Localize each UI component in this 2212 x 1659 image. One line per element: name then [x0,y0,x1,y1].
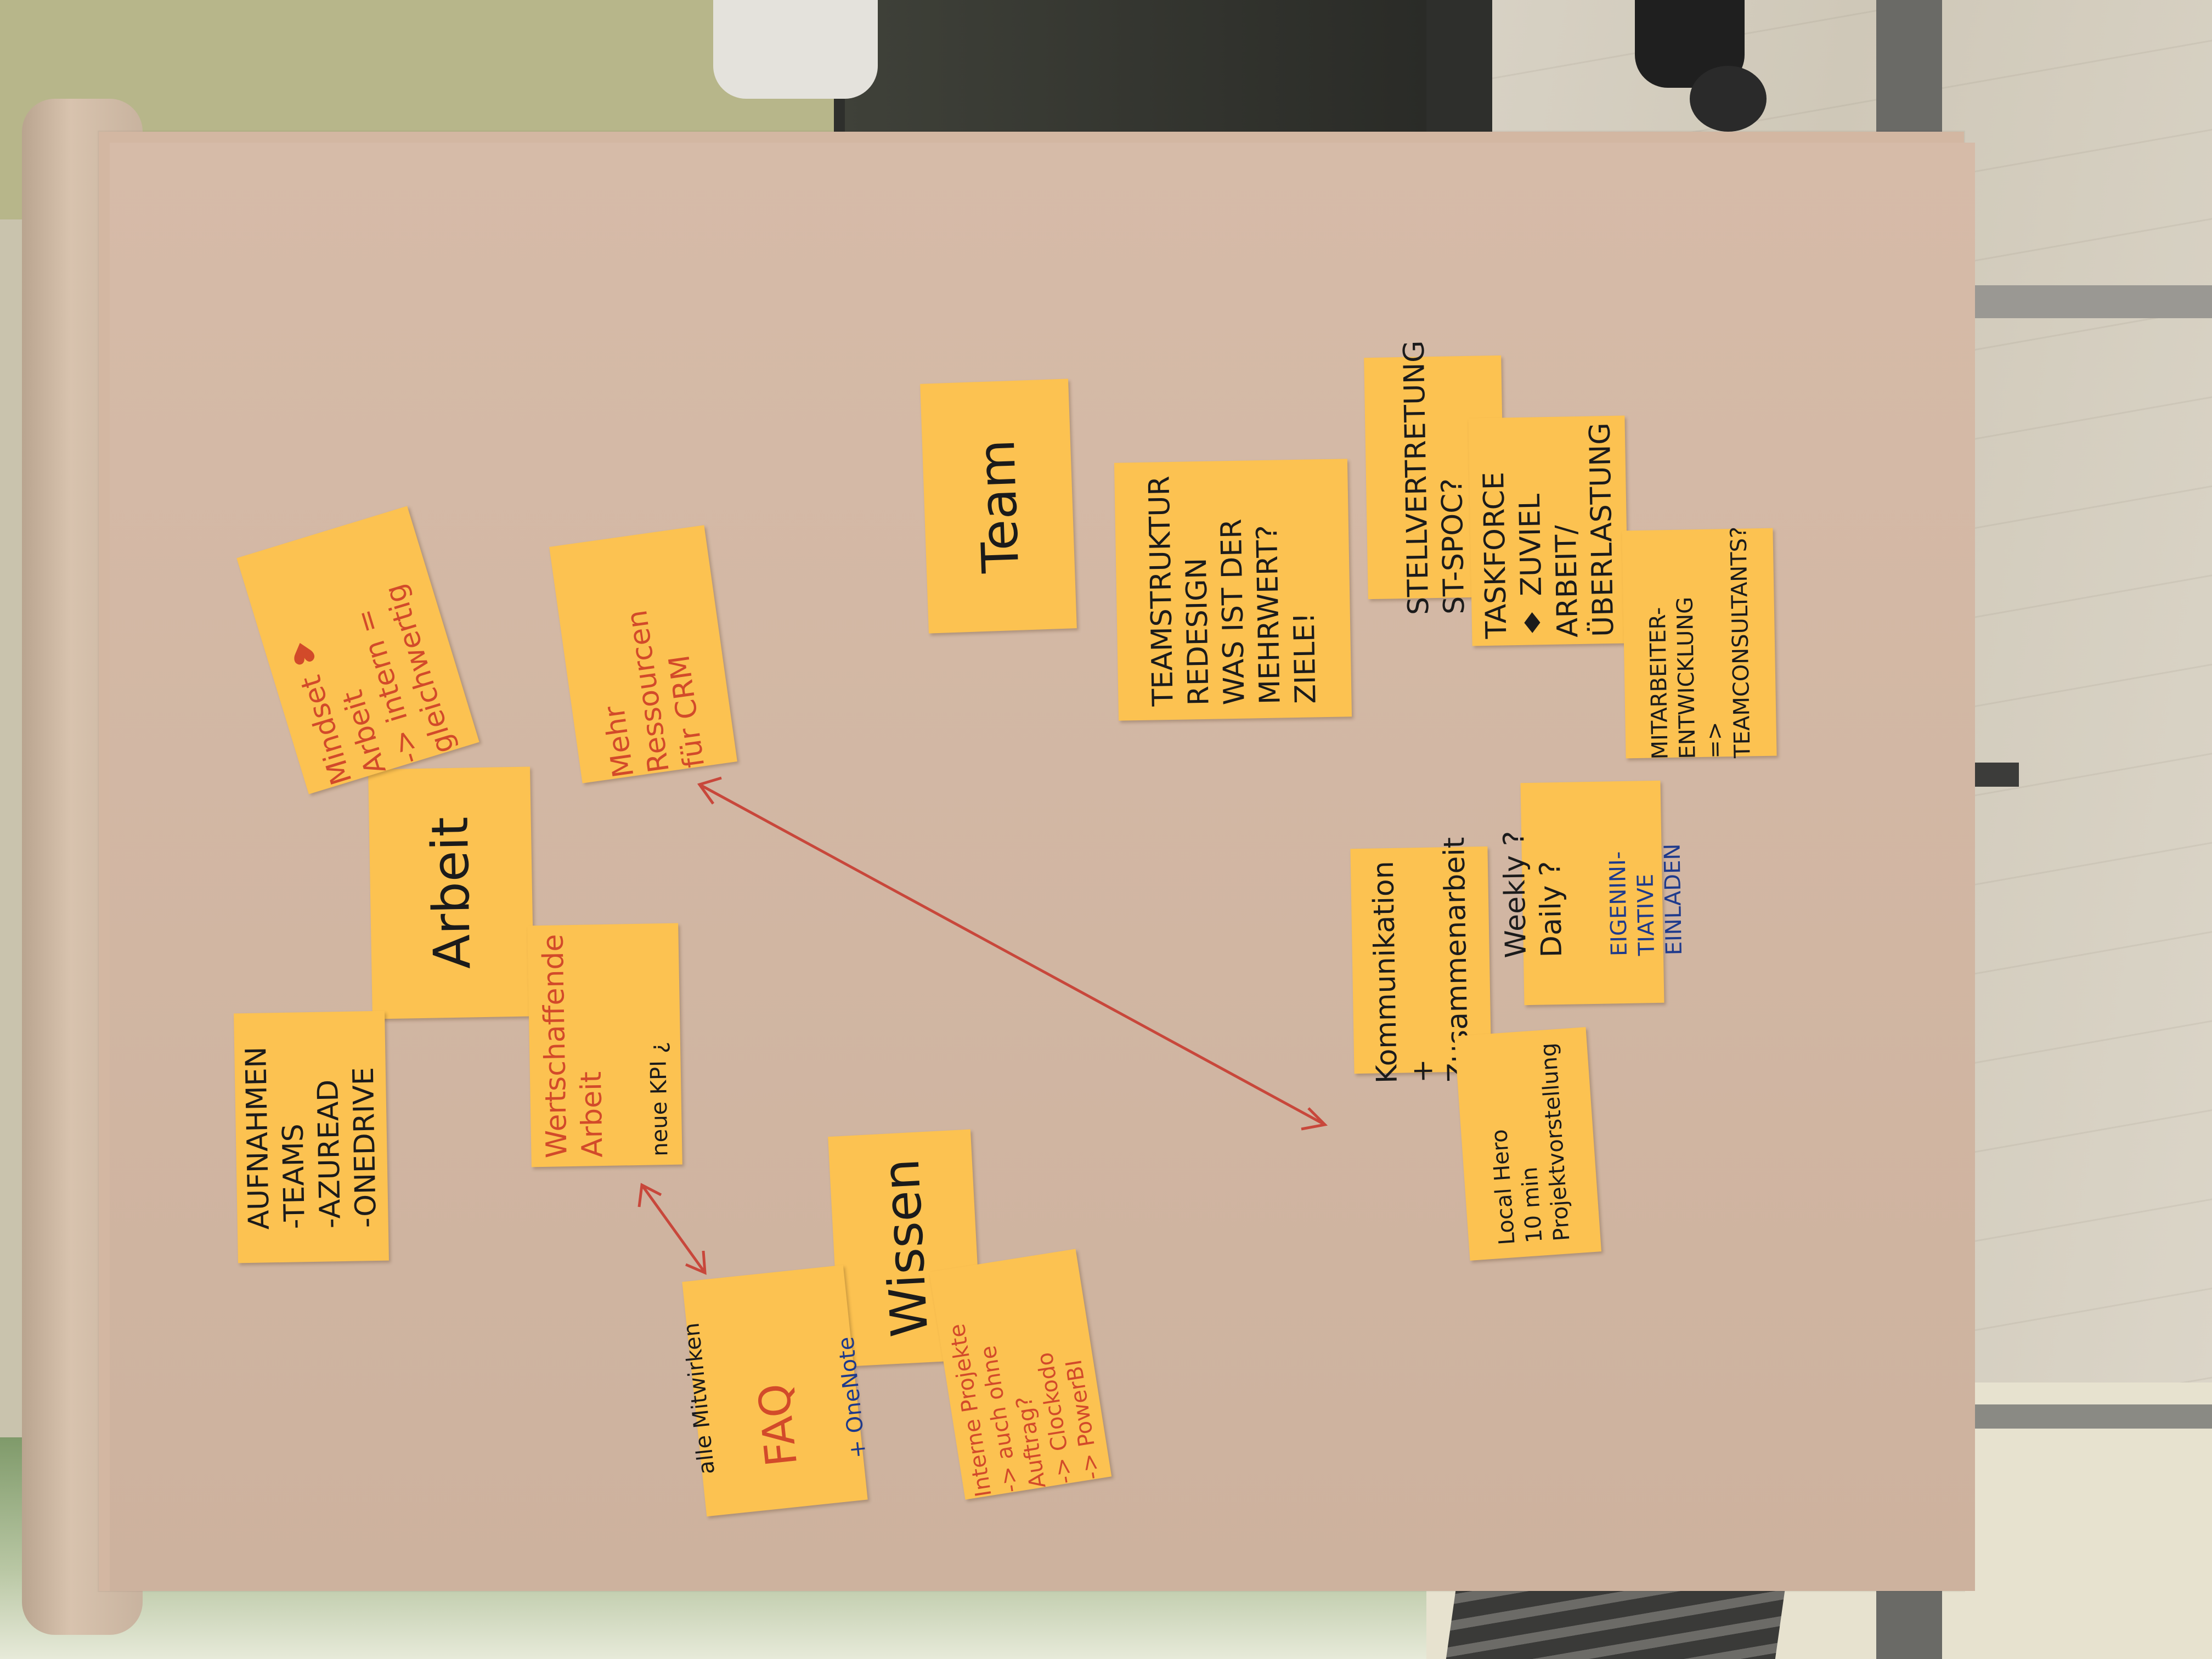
note-text-aufnahmen: AUFNAHMEN -TEAMS -AZUREAD -ONEDRIVE [239,1046,383,1230]
note-text-wertschaffende: Wertschaffende Arbeit neue KPI ¿ [500,932,709,1159]
note-text-stellvertretung: STELLVERTRETUNG ST-SPOC? [1397,340,1471,616]
chair-wheel [1690,66,1767,132]
sticky-note-weekly[interactable]: Weekly ? Daily ? EIGENINI- TIATIVE EINLA… [1498,780,1687,1006]
sticky-note-teamstruktur[interactable]: TEAMSTRUKTUR REDESIGN WAS IST DER MEHRWE… [1114,459,1352,721]
sticky-note-mitarbeiter[interactable]: MITARBEITER- ENTWICKLUNG => TEAMCONSULTA… [1622,526,1777,760]
sticky-note-aufnahmen[interactable]: AUFNAHMEN -TEAMS -AZUREAD -ONEDRIVE [234,1011,389,1263]
note-text-mehr-ressourcen: Mehr Ressourcen für CRM [597,608,712,780]
note-text-weekly-blue: EIGENINI- TIATIVE EINLADEN [1605,843,1687,956]
sticky-note-faq[interactable]: alle Mitwirken FAQ + OneNote [679,1265,871,1517]
cup-on-table [713,0,878,99]
note-text-arbeit: Arbeit [420,816,482,970]
note-text-interne-projekte: Interne Projekte -> auch ohne Auftrag? -… [944,1322,1105,1499]
sticky-note-mehr-ressourcen[interactable]: Mehr Ressourcen für CRM [549,525,737,783]
sticky-note-wertschaffende[interactable]: Wertschaffende Arbeit neue KPI ¿ [527,923,682,1167]
note-text-mitarbeiter: MITARBEITER- ENTWICKLUNG => TEAMCONSULTA… [1645,526,1756,760]
note-text-wertschaffende-kpi: neue KPI ¿ [645,1041,673,1156]
note-text-faq: alle Mitwirken FAQ + OneNote [642,1302,908,1480]
note-text-weekly-black: Weekly ? Daily ? [1498,830,1569,958]
note-text-faq-red: FAQ [749,1381,808,1469]
note-text-faq-blue: + OneNote [833,1335,871,1460]
sticky-note-taskforce[interactable]: TASKFORCE ♦ ZUVIEL ARBEIT/ ÜBERLASTUNG [1468,415,1629,646]
note-text-local-hero: Local Hero 10 min Projektvorstellung [1487,1042,1575,1246]
note-text-teamstruktur: TEAMSTRUKTUR REDESIGN WAS IST DER MEHRWE… [1143,475,1323,707]
sticky-note-local-hero[interactable]: Local Hero 10 min Projektvorstellung [1454,1027,1602,1261]
note-text-weekly: Weekly ? Daily ? EIGENINI- TIATIVE EINLA… [1461,827,1724,958]
sticky-note-team[interactable]: Team [920,379,1077,634]
note-text-faq-top: alle Mitwirken [679,1322,720,1476]
note-text-team: Team [967,438,1030,574]
note-text-wertschaffende-red: Wertschaffende Arbeit [537,933,610,1159]
note-text-taskforce: TASKFORCE ♦ ZUVIEL ARBEIT/ ÜBERLASTUNG [1477,422,1620,639]
flipchart-stand-bar-top [1975,285,2212,318]
